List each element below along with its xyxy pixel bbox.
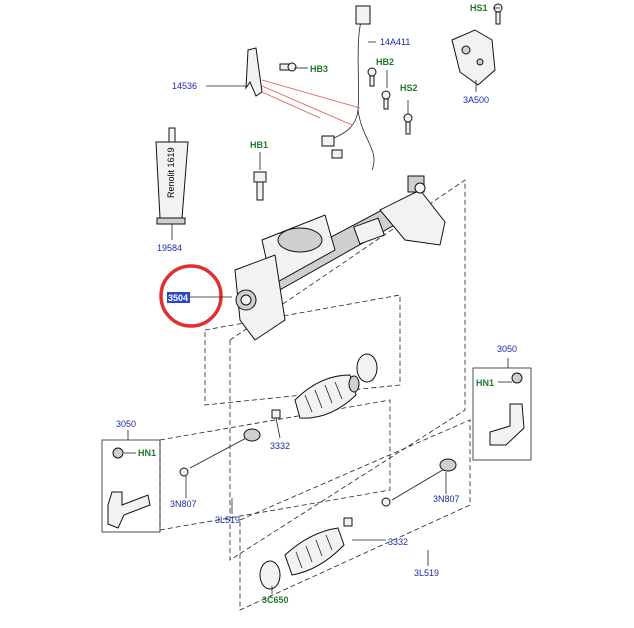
label-3n807-left: 3N807: [170, 499, 197, 509]
tie-rod-end-box-right: [472, 367, 532, 461]
tie-rod-end-right: [489, 372, 525, 446]
label-3504: 3504: [168, 293, 188, 303]
steering-rack-3504: [234, 175, 446, 341]
boot-lower: [259, 517, 353, 590]
label-hb3: HB3: [310, 64, 328, 74]
label-3050-right: 3050: [497, 344, 517, 354]
label-3332-lower: 3332: [388, 537, 408, 547]
label-hs1: HS1: [470, 3, 488, 13]
pointer-lines: [261, 79, 361, 126]
label-3c650: 3C650: [262, 595, 289, 605]
tie-rod-end-box-left: [101, 439, 161, 533]
inner-joint-frame-right: [239, 419, 471, 611]
label-hn1-right: HN1: [476, 378, 494, 388]
selected-label-box[interactable]: [167, 292, 190, 303]
inner-tie-rod-left: [179, 428, 261, 477]
bolt-hs1: [493, 3, 503, 25]
inner-joint-frame-left: [159, 399, 391, 531]
label-3l519-right: 3L519: [414, 568, 439, 578]
label-hb1: HB1: [250, 140, 268, 150]
highlight-circle: [159, 264, 223, 328]
label-3050-left: 3050: [116, 419, 136, 429]
bolt-hb2: [367, 67, 391, 110]
bracket-3a500: [451, 29, 496, 86]
label-3332-upper: 3332: [270, 441, 290, 451]
boot-upper: [271, 353, 378, 419]
boot-frame-upper: [204, 294, 401, 406]
bracket-14536: [245, 47, 263, 97]
inner-tie-rod-right: [381, 458, 457, 507]
label-14536: 14536: [172, 81, 197, 91]
label-3l519-left: 3L519: [215, 515, 240, 525]
sealant-brand-label: Renolit 1619: [166, 147, 176, 198]
label-3n807-right: 3N807: [433, 494, 460, 504]
label-19584: 19584: [157, 243, 182, 253]
sealant-tube-19584: [155, 127, 189, 225]
label-14a411: 14A411: [380, 37, 410, 47]
bolt-hb3: [279, 62, 297, 72]
wiring-harness-14a411: [321, 5, 375, 171]
rack-frame: [229, 179, 466, 561]
bolt-hs2: [403, 113, 413, 135]
leader-lines: [124, 7, 512, 594]
label-hs2: HS2: [400, 83, 418, 93]
label-3a500: 3A500: [463, 95, 489, 105]
label-hb2: HB2: [376, 57, 394, 67]
label-hn1-left: HN1: [138, 448, 156, 458]
bolt-hb1: [253, 171, 267, 201]
tie-rod-end-left: [107, 447, 151, 529]
